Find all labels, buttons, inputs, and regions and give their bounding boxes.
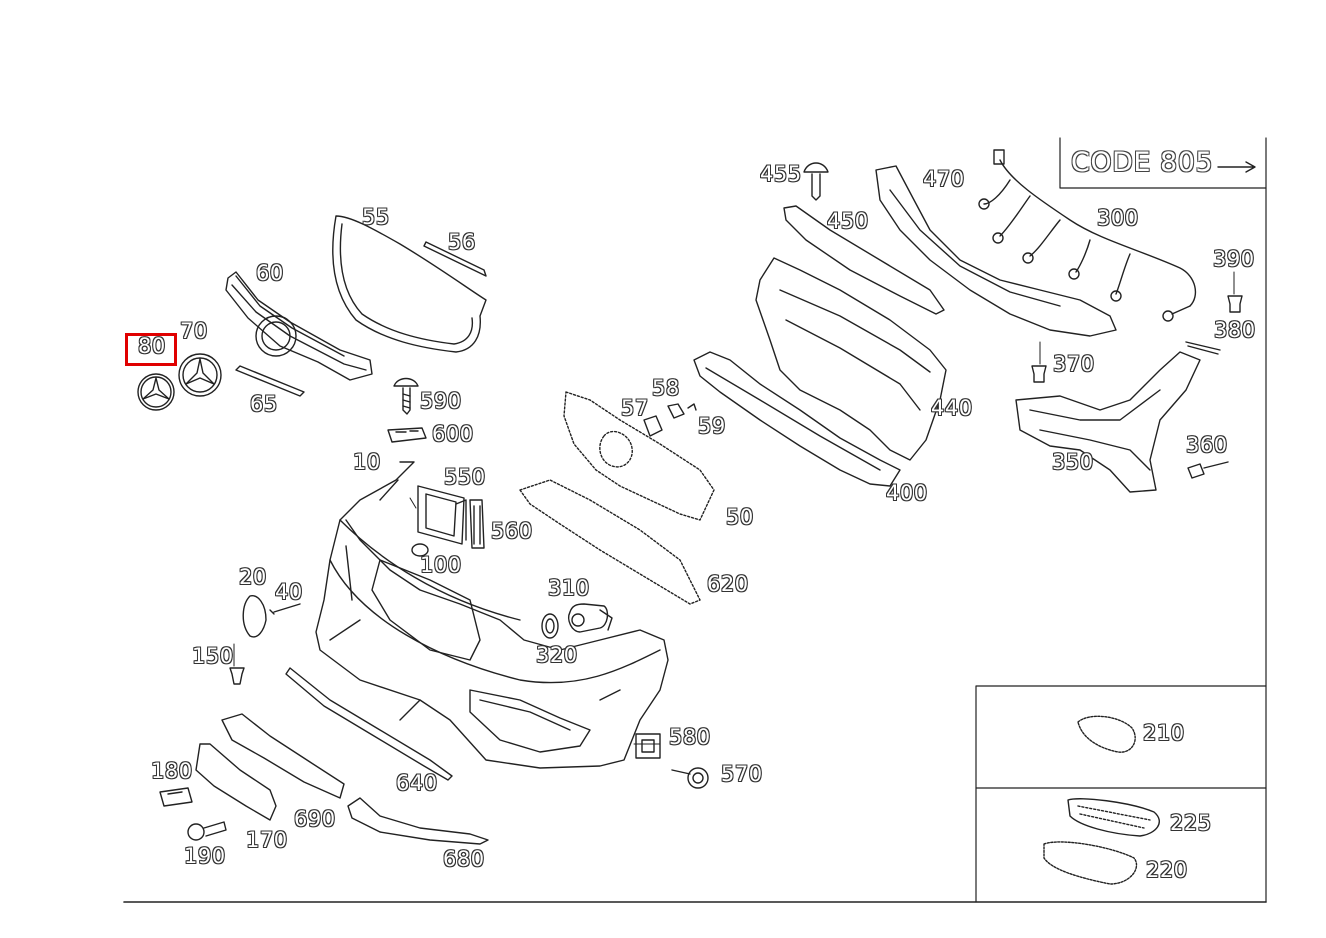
pin-40 bbox=[269, 603, 301, 615]
sensor-ring-320 bbox=[541, 613, 559, 639]
label-55[interactable]: 55 bbox=[362, 205, 390, 229]
grille-frame-55 bbox=[332, 215, 487, 353]
label-180[interactable]: 180 bbox=[151, 759, 193, 783]
label-59[interactable]: 59 bbox=[698, 414, 726, 438]
grille-60 bbox=[225, 271, 373, 381]
clip-180 bbox=[159, 787, 193, 807]
label-80[interactable]: 80 bbox=[138, 334, 166, 358]
label-570[interactable]: 570 bbox=[721, 762, 763, 786]
label-400[interactable]: 400 bbox=[886, 481, 928, 505]
trim-strip-680 bbox=[347, 797, 489, 845]
label-65[interactable]: 65 bbox=[250, 392, 278, 416]
label-56[interactable]: 56 bbox=[448, 230, 476, 254]
label-440[interactable]: 440 bbox=[931, 396, 973, 420]
carrier-400 bbox=[693, 351, 901, 487]
leader-lines bbox=[233, 271, 1235, 745]
label-320[interactable]: 320 bbox=[536, 643, 578, 667]
label-450[interactable]: 450 bbox=[827, 209, 869, 233]
label-360[interactable]: 360 bbox=[1186, 433, 1228, 457]
clip-600 bbox=[387, 427, 427, 443]
clip-580 bbox=[635, 733, 661, 759]
fastener-370 bbox=[1031, 365, 1047, 383]
cover-225 bbox=[1067, 798, 1160, 837]
trim-strip-690 bbox=[221, 713, 345, 799]
label-50[interactable]: 50 bbox=[726, 505, 754, 529]
star-emblem-80 bbox=[137, 373, 175, 411]
screw-590 bbox=[393, 377, 419, 415]
label-100[interactable]: 100 bbox=[420, 553, 462, 577]
tow-hook-cover-20 bbox=[242, 595, 267, 638]
label-390[interactable]: 390 bbox=[1213, 247, 1255, 271]
trim-strip-640 bbox=[285, 667, 453, 781]
label-560[interactable]: 560 bbox=[491, 519, 533, 543]
frame-lines bbox=[123, 137, 1267, 903]
trim-strip-56 bbox=[423, 241, 487, 277]
label-210[interactable]: 210 bbox=[1143, 721, 1185, 745]
label-640[interactable]: 640 bbox=[396, 771, 438, 795]
badge-100 bbox=[411, 543, 429, 557]
push-rivet-455 bbox=[803, 162, 829, 201]
cover-210 bbox=[1077, 715, 1136, 753]
trim-strip-170 bbox=[195, 743, 277, 821]
code-805-label: CODE 805 bbox=[1071, 147, 1214, 178]
label-380[interactable]: 380 bbox=[1214, 318, 1256, 342]
label-590[interactable]: 590 bbox=[420, 389, 462, 413]
strip-380 bbox=[1185, 341, 1221, 355]
support-bar-450 bbox=[783, 205, 945, 315]
label-300[interactable]: 300 bbox=[1097, 206, 1139, 230]
side-bracket-350 bbox=[1015, 351, 1201, 493]
screw-570 bbox=[671, 767, 709, 789]
star-emblem-70 bbox=[178, 353, 222, 397]
label-58[interactable]: 58 bbox=[652, 376, 680, 400]
fastener-150 bbox=[229, 667, 245, 685]
label-580[interactable]: 580 bbox=[669, 725, 711, 749]
label-10[interactable]: 10 bbox=[353, 450, 381, 474]
label-70[interactable]: 70 bbox=[180, 319, 208, 343]
label-470[interactable]: 470 bbox=[923, 167, 965, 191]
label-170[interactable]: 170 bbox=[246, 828, 288, 852]
label-60[interactable]: 60 bbox=[256, 261, 284, 285]
label-220[interactable]: 220 bbox=[1146, 858, 1188, 882]
label-190[interactable]: 190 bbox=[184, 844, 226, 868]
label-680[interactable]: 680 bbox=[443, 847, 485, 871]
fastener-360 bbox=[1187, 461, 1229, 479]
label-690[interactable]: 690 bbox=[294, 807, 336, 831]
wiring-harness-300 bbox=[978, 149, 1197, 322]
sensor-310 bbox=[568, 603, 613, 633]
clip-58 bbox=[667, 403, 685, 419]
mesh-strip-620 bbox=[519, 479, 701, 605]
label-370[interactable]: 370 bbox=[1053, 352, 1095, 376]
label-57[interactable]: 57 bbox=[621, 396, 649, 420]
label-455[interactable]: 455 bbox=[760, 162, 802, 186]
bracket-560 bbox=[469, 499, 485, 549]
label-550[interactable]: 550 bbox=[444, 465, 486, 489]
label-40[interactable]: 40 bbox=[275, 580, 303, 604]
bolt-190 bbox=[187, 821, 227, 841]
clip-59 bbox=[687, 403, 697, 411]
highlight-box-80 bbox=[125, 333, 177, 366]
impact-bracket-440 bbox=[755, 257, 947, 461]
upper-bracket-470 bbox=[875, 165, 1117, 337]
label-20[interactable]: 20 bbox=[239, 565, 267, 589]
label-350[interactable]: 350 bbox=[1052, 450, 1094, 474]
trim-strip-65 bbox=[235, 365, 305, 397]
label-600[interactable]: 600 bbox=[432, 422, 474, 446]
cover-220 bbox=[1043, 841, 1138, 885]
bumper-cover-10 bbox=[315, 461, 669, 769]
fastener-390 bbox=[1227, 295, 1243, 313]
label-225[interactable]: 225 bbox=[1170, 811, 1212, 835]
label-310[interactable]: 310 bbox=[548, 576, 590, 600]
mesh-grille-50 bbox=[563, 391, 715, 521]
label-620[interactable]: 620 bbox=[707, 572, 749, 596]
label-150[interactable]: 150 bbox=[192, 644, 234, 668]
bracket-550 bbox=[417, 485, 467, 545]
clip-57 bbox=[643, 415, 663, 437]
